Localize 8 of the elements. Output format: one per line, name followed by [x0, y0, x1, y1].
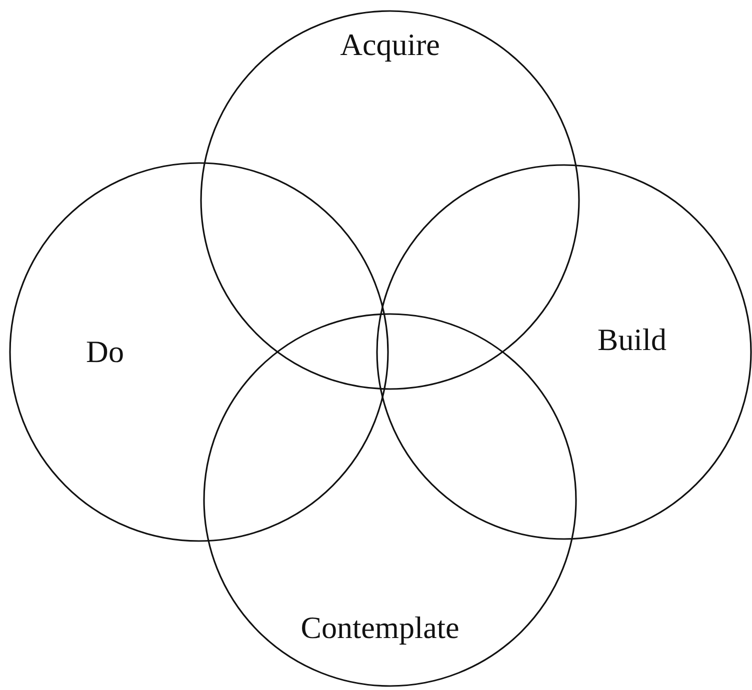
venn-circle [200, 10, 580, 390]
circle-label: Contemplate [300, 610, 460, 646]
circle-label: Acquire [340, 27, 440, 63]
circle-label: Build [598, 322, 666, 358]
venn-circle [203, 313, 577, 687]
circle-label: Do [86, 334, 124, 370]
venn-circle [9, 162, 389, 542]
venn-circle [376, 164, 752, 540]
